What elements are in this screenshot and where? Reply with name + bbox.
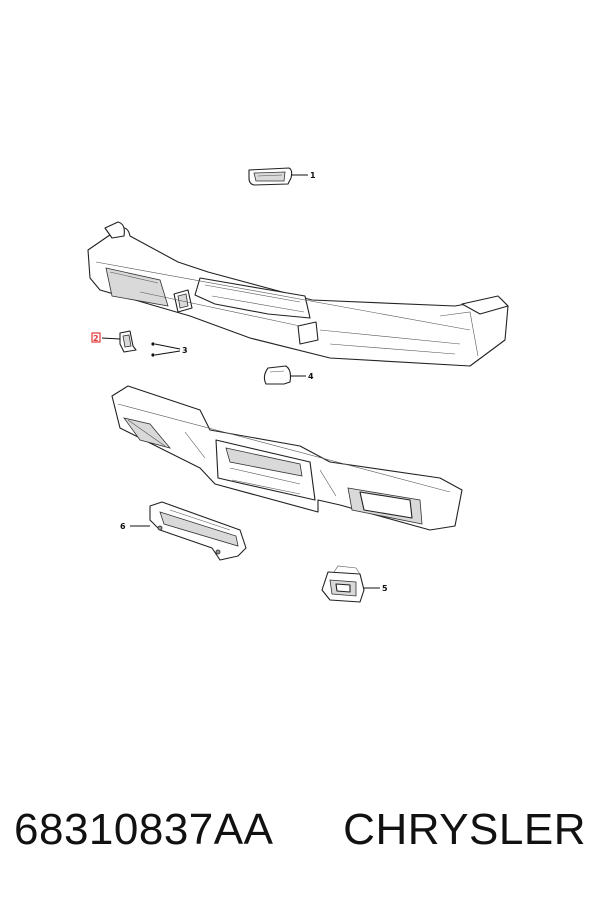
parts-diagram: 1 2 3 4 <box>87 167 509 603</box>
callout-4: 4 <box>308 372 314 381</box>
bumper-fascia <box>87 221 509 367</box>
part-6-bracket <box>149 501 247 561</box>
callout-2-highlight <box>91 332 101 343</box>
callout-3: 3 <box>182 346 188 355</box>
callout-1: 1 <box>310 171 316 180</box>
brand-name: CHRYSLER <box>343 805 586 854</box>
part-5-housing <box>321 565 365 603</box>
callout-2: 2 <box>93 334 99 343</box>
bumper-beam <box>111 385 463 531</box>
caption-bar: 68310837AA CHRYSLER <box>0 795 600 865</box>
part-4-cover <box>263 365 292 385</box>
leader-2 <box>101 337 121 340</box>
callout-6: 6 <box>120 522 126 531</box>
part-number: 68310837AA <box>14 805 274 854</box>
callout-5: 5 <box>382 584 388 593</box>
part-3-screws <box>151 342 181 357</box>
part-1-light <box>248 167 293 186</box>
part-2-clip <box>119 330 137 353</box>
